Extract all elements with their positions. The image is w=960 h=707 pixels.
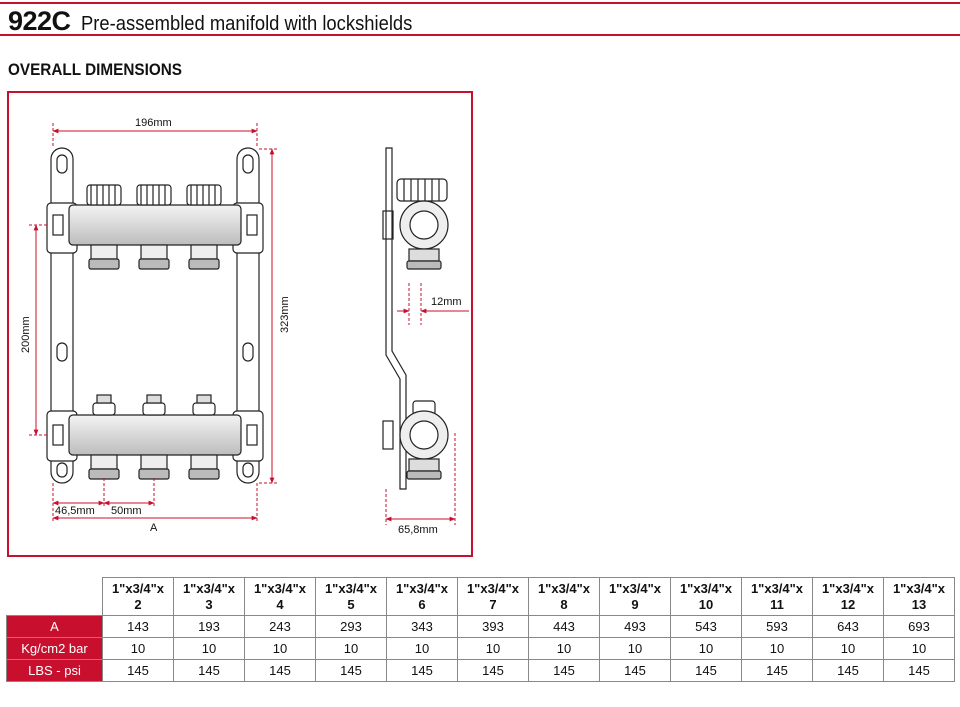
table-row: LBS - psi 145 145 145 145 145 145 145 14… xyxy=(6,659,955,682)
table-cell: 145 xyxy=(457,659,529,682)
outlets-bottom xyxy=(88,454,220,480)
table-cell: 693 xyxy=(883,615,955,638)
supply-bar xyxy=(68,204,242,246)
table-cell: 10 xyxy=(102,637,174,660)
table-row: Kg/cm2 bar 10 10 10 10 10 10 10 10 10 10… xyxy=(6,637,955,660)
width-dimension-label: 196mm xyxy=(135,117,172,129)
edge-offset-label: 46,5mm xyxy=(55,505,95,517)
product-code: 922C xyxy=(8,6,71,36)
row-header: A xyxy=(6,615,103,638)
side-view xyxy=(382,147,449,490)
table-row: A 143 193 243 293 343 393 443 493 543 59… xyxy=(6,615,955,638)
table-cell: 10 xyxy=(315,637,387,660)
side-bracket xyxy=(385,147,407,490)
table-cell: 143 xyxy=(102,615,174,638)
table-cell: 10 xyxy=(457,637,529,660)
table-cell: 343 xyxy=(386,615,458,638)
table-cell: 10 xyxy=(741,637,813,660)
side-offset-label: 12mm xyxy=(431,296,462,308)
table-cell: 145 xyxy=(741,659,813,682)
table-cell: 243 xyxy=(244,615,316,638)
table-cell: 10 xyxy=(173,637,245,660)
table-cell: 543 xyxy=(670,615,742,638)
table-cell: 145 xyxy=(599,659,671,682)
table-cell: 293 xyxy=(315,615,387,638)
header-corner-cell xyxy=(6,577,103,616)
table-cell: 193 xyxy=(173,615,245,638)
table-cell: 493 xyxy=(599,615,671,638)
product-description: Pre-assembled manifold with lockshields xyxy=(80,13,412,35)
spacing-dimension-label: 200mm xyxy=(20,316,32,353)
table-cell: 145 xyxy=(102,659,174,682)
table-cell: 643 xyxy=(812,615,884,638)
section-title: OVERALL DIMENSIONS xyxy=(8,60,182,79)
pitch-label: 50mm xyxy=(111,505,142,517)
lockshields-bottom xyxy=(92,394,216,416)
outlets-top xyxy=(88,244,220,270)
row-header: LBS - psi xyxy=(6,659,103,682)
front-view xyxy=(46,147,264,484)
return-bar xyxy=(68,414,242,456)
table-cell: 10 xyxy=(883,637,955,660)
table-cell: 145 xyxy=(528,659,600,682)
table-cell: 145 xyxy=(315,659,387,682)
table-cell: 145 xyxy=(173,659,245,682)
top-accent-rule xyxy=(0,2,960,4)
table-cell: 145 xyxy=(883,659,955,682)
row-header: Kg/cm2 bar xyxy=(6,637,103,660)
page-header: 922C Pre-assembled manifold with lockshi… xyxy=(8,6,441,37)
table-cell: 10 xyxy=(528,637,600,660)
technical-drawing: 196mm 323mm 200mm 46,5mm 50mm A xyxy=(20,117,469,536)
valve-knobs-top xyxy=(86,184,222,206)
header-accent-rule xyxy=(0,34,960,36)
table-cell: 10 xyxy=(812,637,884,660)
table-cell: 145 xyxy=(670,659,742,682)
height-dimension-label: 323mm xyxy=(279,296,291,333)
table-cell: 145 xyxy=(386,659,458,682)
table-cell: 145 xyxy=(244,659,316,682)
dimension-drawing-frame: 196mm 323mm 200mm 46,5mm 50mm A xyxy=(7,91,473,557)
table-cell: 10 xyxy=(599,637,671,660)
table-cell: 10 xyxy=(670,637,742,660)
side-depth-label: 65,8mm xyxy=(398,524,438,536)
table-cell: 10 xyxy=(244,637,316,660)
table-cell: 145 xyxy=(812,659,884,682)
table-cell: 593 xyxy=(741,615,813,638)
table-cell: 443 xyxy=(528,615,600,638)
table-cell: 393 xyxy=(457,615,529,638)
table-cell: 10 xyxy=(386,637,458,660)
length-a-label: A xyxy=(150,522,158,534)
